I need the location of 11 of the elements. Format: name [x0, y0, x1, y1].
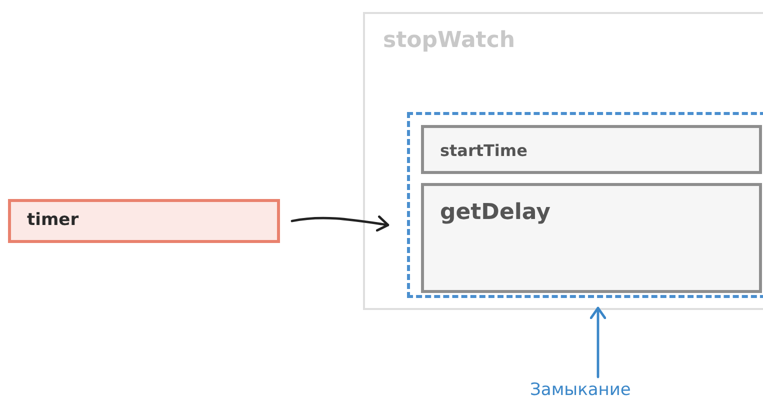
- arrow: [590, 306, 606, 378]
- function-scope-box: [421, 125, 762, 174]
- variable-box: [8, 199, 280, 243]
- callout-label: Замыкание: [530, 380, 631, 400]
- variable-name: getDelay: [440, 200, 550, 225]
- arrow: [290, 215, 390, 232]
- function-scope-box: [421, 183, 762, 293]
- variable-name: timer: [27, 210, 79, 230]
- variable-name: startTime: [440, 141, 528, 160]
- scope-box: [363, 12, 763, 310]
- closure-dashed-box: [407, 112, 763, 298]
